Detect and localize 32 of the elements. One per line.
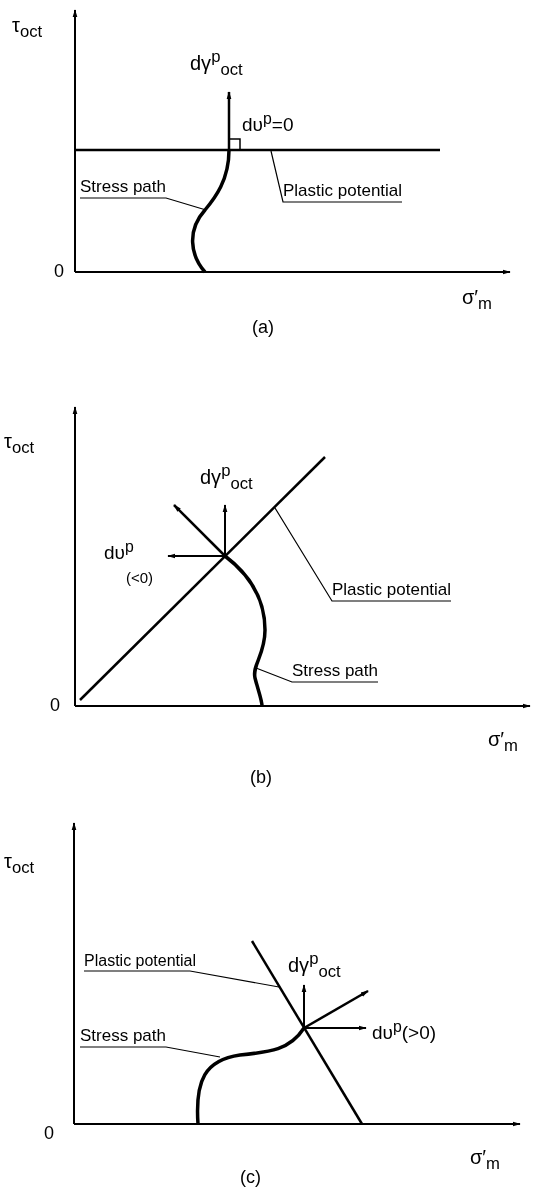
strain-increment-label: dυ$^{p}$=0	[242, 110, 294, 137]
callout-text: Stress path	[292, 662, 378, 681]
plastic-potential-line	[250, 940, 364, 1125]
axis-label: σ′$_{m}$	[488, 728, 518, 756]
origin-label: 0	[50, 696, 60, 716]
callout-text: Stress path	[80, 178, 166, 197]
origin-label: 0	[54, 262, 64, 282]
callout-text: Stress path	[80, 1027, 166, 1046]
panel-label: (b)	[250, 768, 272, 788]
panel-label: (c)	[240, 1168, 261, 1188]
axis-label: τ$_{oct}$	[4, 850, 35, 878]
origin-label: 0	[44, 1124, 54, 1144]
stress-path-curve	[195, 1027, 306, 1125]
leader-line	[274, 507, 452, 602]
leader-line	[83, 970, 280, 988]
plastic-potential-line	[75, 148, 440, 152]
callout-text: Plastic potential	[283, 182, 403, 201]
callout-text: Plastic potential	[332, 581, 452, 600]
axis-label: τ$_{oct}$	[12, 14, 43, 42]
axis-label: σ′$_{m}$	[470, 1146, 500, 1174]
leader-line	[79, 1046, 221, 1058]
axis-label: τ$_{oct}$	[4, 430, 35, 458]
leader-line	[79, 197, 207, 211]
callout-text: Plastic potential	[84, 952, 197, 970]
axis-label: σ′$_{m}$	[462, 286, 492, 314]
strain-increment-label: dυ$^{p}$(>0)	[372, 1018, 437, 1045]
panel-label: (a)	[252, 318, 274, 338]
stress-path-curve	[190, 149, 231, 274]
strain-increment-label: dυ$^{p}$	[104, 538, 134, 565]
leader-line	[255, 667, 379, 683]
leader-line	[270, 150, 403, 203]
strain-increment-label: (<0)	[126, 570, 154, 587]
